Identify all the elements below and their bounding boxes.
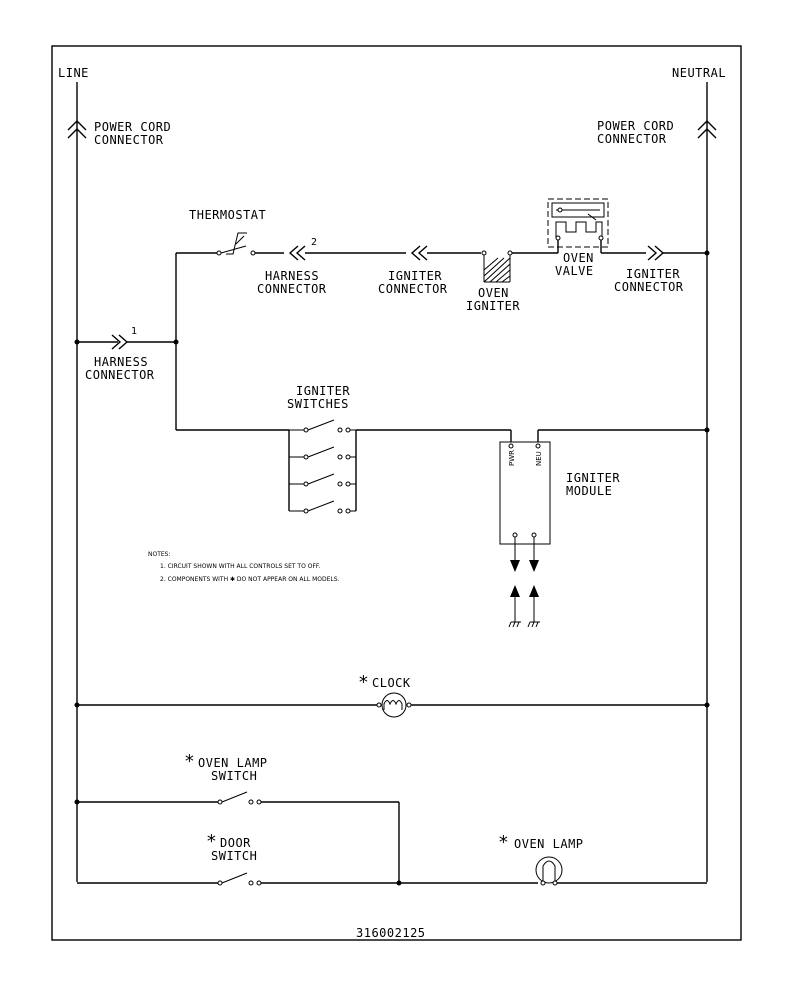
harness-connector-1-label-2: CONNECTOR: [85, 368, 155, 382]
power-cord-connector-left-label-2: CONNECTOR: [94, 133, 164, 147]
igniter-connector-mid-label-2: CONNECTOR: [378, 282, 448, 296]
oven-lamp-icon: [535, 856, 563, 886]
harness-connector-2-icon: [288, 245, 306, 261]
power-cord-connector-right-label-2: CONNECTOR: [597, 132, 667, 146]
oven-igniter-icon: [481, 250, 513, 283]
oven-lamp-switch-icon: [217, 791, 262, 805]
part-number: 316002125: [356, 926, 426, 940]
line-label: LINE: [58, 66, 89, 80]
oven-valve-label-2: VALVE: [555, 264, 594, 278]
door-switch-label-2: SWITCH: [211, 849, 257, 863]
door-switch-icon: [217, 872, 262, 886]
door-switch-label-1: DOOR: [220, 836, 251, 850]
notes-item-2: 2. COMPONENTS WITH ✱ DO NOT APPEAR ON AL…: [160, 576, 340, 583]
oven-igniter-label-1: OVEN: [478, 286, 509, 300]
notes-block: NOTES: 1. CIRCUIT SHOWN WITH ALL CONTROL…: [148, 551, 340, 583]
power-cord-connector-right-label-1: POWER CORD: [597, 119, 674, 133]
oven-valve-label-1: OVEN: [563, 251, 594, 265]
oven-lamp-switch-asterisk: *: [184, 751, 195, 772]
clock-label: CLOCK: [372, 676, 411, 690]
notes-heading: NOTES:: [148, 551, 171, 558]
diagram-frame: [51, 45, 742, 941]
harness-connector-1-label-1: HARNESS: [94, 355, 148, 369]
igniter-module-icon: [499, 441, 551, 628]
igniter-switches-label-1: IGNITER: [296, 384, 350, 398]
notes-item-1: 1. CIRCUIT SHOWN WITH ALL CONTROLS SET T…: [160, 563, 320, 570]
harness-connector-2-number: 2: [311, 237, 318, 248]
igniter-module-label-2: MODULE: [566, 484, 612, 498]
igniter-switches-label-2: SWITCHES: [287, 397, 349, 411]
thermostat-icon: [216, 232, 256, 256]
harness-connector-2-label-2: CONNECTOR: [257, 282, 327, 296]
oven-lamp-switch-label-1: OVEN LAMP: [198, 756, 268, 770]
igniter-connector-right-label-2: CONNECTOR: [614, 280, 684, 294]
power-cord-connector-left-label-1: POWER CORD: [94, 120, 171, 134]
door-switch-asterisk: *: [206, 831, 217, 852]
igniter-connector-mid-icon: [410, 245, 428, 261]
igniter-connector-right-label-1: IGNITER: [626, 267, 680, 281]
igniter-module-label-1: IGNITER: [566, 471, 620, 485]
oven-igniter-label-2: IGNITER: [466, 299, 520, 313]
power-cord-connector-left-icon: [67, 120, 87, 139]
neutral-label: NEUTRAL: [672, 66, 726, 80]
igniter-module-pin-neu: NEU: [535, 451, 543, 466]
harness-connector-2-label-1: HARNESS: [265, 269, 319, 283]
oven-lamp-label: OVEN LAMP: [514, 837, 584, 851]
igniter-switches-icon: [288, 419, 357, 514]
clock-asterisk: *: [358, 672, 369, 693]
power-cord-connector-right-icon: [697, 120, 717, 139]
igniter-module-pin-pwr: PWR: [508, 450, 516, 466]
clock-icon: [376, 692, 412, 718]
harness-connector-1-number: 1: [131, 326, 138, 337]
oven-lamp-asterisk: *: [498, 832, 509, 853]
igniter-connector-mid-label-1: IGNITER: [388, 269, 442, 283]
thermostat-label: THERMOSTAT: [189, 208, 266, 222]
oven-valve-icon: [547, 198, 609, 248]
igniter-connector-right-icon: [647, 245, 665, 261]
oven-lamp-switch-label-2: SWITCH: [211, 769, 257, 783]
